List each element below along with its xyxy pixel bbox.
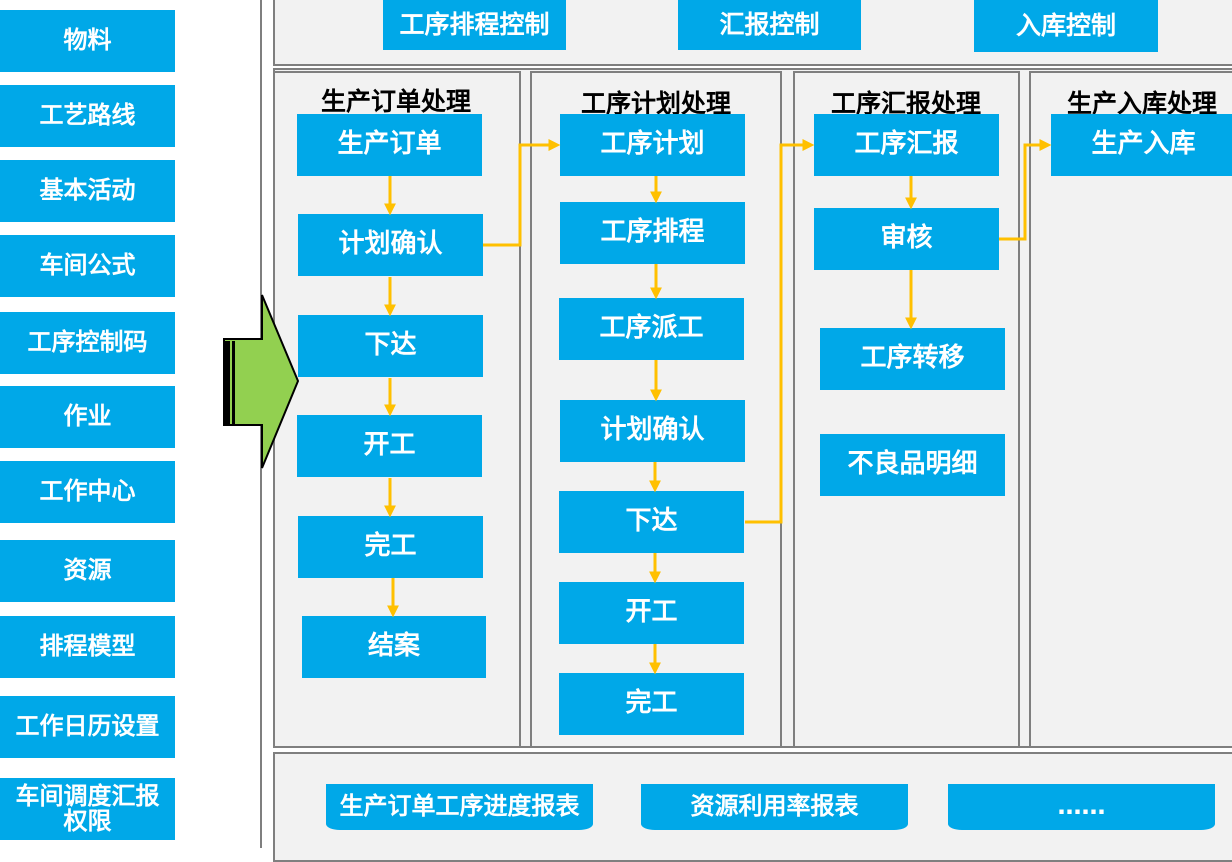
sidebar-item-operation[interactable]: 作业: [0, 386, 175, 448]
start-work-step[interactable]: 开工: [297, 415, 482, 477]
process-report-title: 工序汇报处理: [830, 89, 981, 118]
report-control-button[interactable]: 汇报控制: [678, 0, 861, 50]
sidebar-item-workshop-formula[interactable]: 车间公式: [0, 235, 175, 297]
process-dispatch-step[interactable]: 工序派工: [559, 298, 744, 360]
sidebar-item-dispatch-report-permission[interactable]: 车间调度汇报权限: [0, 778, 175, 840]
more-reports[interactable]: ……: [948, 784, 1215, 830]
production-warehousing-title: 生产入库处理: [1066, 89, 1217, 118]
production-order-step[interactable]: 生产订单: [297, 114, 482, 176]
process-release-step[interactable]: 下达: [559, 491, 744, 553]
sidebar-item-routing[interactable]: 工艺路线: [0, 85, 175, 147]
complete-step[interactable]: 完工: [298, 516, 483, 578]
sidebar-item-material[interactable]: 物料: [0, 10, 175, 72]
close-case-step[interactable]: 结案: [302, 616, 486, 678]
sidebar-item-scheduling-model[interactable]: 排程模型: [0, 616, 175, 678]
process-report-step[interactable]: 工序汇报: [814, 114, 999, 176]
defective-detail-step[interactable]: 不良品明细: [820, 434, 1005, 496]
warehousing-control-button[interactable]: 入库控制: [974, 0, 1158, 52]
sidebar-item-work-calendar[interactable]: 工作日历设置: [0, 696, 175, 758]
process-plan-confirm-step[interactable]: 计划确认: [560, 400, 745, 462]
process-scheduling-control-button[interactable]: 工序排程控制: [383, 0, 566, 50]
sidebar-item-resource[interactable]: 资源: [0, 540, 175, 602]
resource-utilization-report[interactable]: 资源利用率报表: [641, 784, 908, 830]
plan-confirm-step[interactable]: 计划确认: [298, 214, 483, 276]
process-report-panel: [793, 71, 1020, 748]
process-plan-step[interactable]: 工序计划: [560, 114, 745, 176]
production-warehousing-step[interactable]: 生产入库: [1051, 114, 1232, 176]
sidebar-item-basic-activity[interactable]: 基本活动: [0, 160, 175, 222]
process-scheduling-step[interactable]: 工序排程: [560, 202, 745, 264]
process-start-work-step[interactable]: 开工: [559, 582, 744, 644]
process-plan-title: 工序计划处理: [580, 89, 731, 118]
audit-step[interactable]: 审核: [814, 208, 999, 270]
process-complete-step[interactable]: 完工: [559, 673, 744, 735]
sidebar-item-process-control-code[interactable]: 工序控制码: [0, 312, 175, 374]
production-order-title: 生产订单处理: [320, 87, 471, 116]
sidebar-divider-line: [260, 0, 262, 848]
production-warehousing-panel: [1029, 71, 1232, 748]
release-step[interactable]: 下达: [298, 315, 483, 377]
production-order-progress-report[interactable]: 生产订单工序进度报表: [326, 784, 593, 830]
sidebar-item-work-center[interactable]: 工作中心: [0, 461, 175, 523]
process-transfer-step[interactable]: 工序转移: [820, 328, 1005, 390]
